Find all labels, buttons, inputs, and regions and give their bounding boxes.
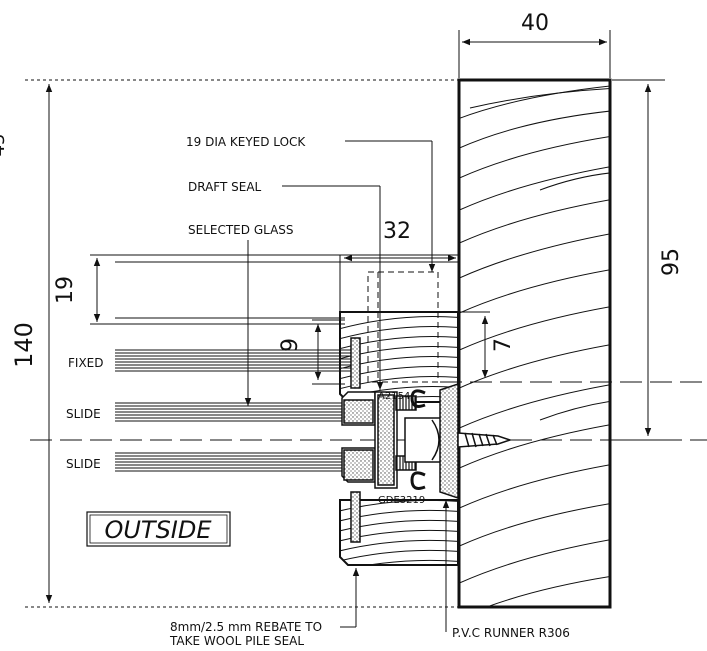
label-rebate-line2: TAKE WOOL PILE SEAL bbox=[169, 634, 304, 648]
draft-seal-upper bbox=[350, 337, 361, 389]
center-lines bbox=[30, 381, 707, 441]
label-slide-lower: SLIDE bbox=[66, 457, 101, 471]
dimension-lines bbox=[25, 30, 665, 608]
label-extrusion-top: A2154 bbox=[378, 391, 410, 402]
dim-glass-height: 19 bbox=[53, 276, 78, 304]
label-selected-glass: SELECTED GLASS bbox=[188, 223, 294, 237]
dim-fixed-height: 9 bbox=[278, 338, 303, 352]
label-draft-seal: DRAFT SEAL bbox=[188, 180, 262, 194]
dim-rebate-height: 7 bbox=[491, 338, 516, 352]
outside-box bbox=[86, 511, 231, 547]
dim-offset: 32 bbox=[383, 219, 411, 244]
dim-width-top: 40 bbox=[521, 11, 549, 36]
leader-lines bbox=[244, 140, 450, 632]
aluminium-track bbox=[374, 391, 444, 489]
timber-post bbox=[457, 78, 612, 609]
label-runner: P.V.C RUNNER R306 bbox=[452, 626, 570, 640]
glass-slide-upper bbox=[115, 402, 345, 422]
sash-profile-upper bbox=[341, 391, 376, 426]
label-keyed-lock: 19 DIA KEYED LOCK bbox=[186, 135, 306, 149]
dim-overall-height: 140 bbox=[10, 322, 38, 368]
dim-post-height: 95 bbox=[659, 248, 684, 276]
draft-seal-lower bbox=[350, 491, 361, 543]
label-slide-upper: SLIDE bbox=[66, 407, 101, 421]
glass-slide-lower bbox=[115, 452, 345, 472]
pvc-runner bbox=[410, 382, 459, 500]
label-fixed: FIXED bbox=[68, 356, 103, 370]
label-outside: OUTSIDE bbox=[104, 516, 212, 544]
label-rebate-line1: 8mm/2.5 mm REBATE TO bbox=[170, 620, 322, 634]
label-extrusion-bottom: GDE3219 bbox=[378, 495, 425, 506]
timber-sill-bottom bbox=[339, 499, 459, 566]
screw bbox=[457, 432, 513, 448]
sash-profile-lower bbox=[341, 447, 376, 483]
dim-cropped-left: 45 bbox=[0, 134, 9, 157]
glass-fixed bbox=[115, 349, 355, 372]
